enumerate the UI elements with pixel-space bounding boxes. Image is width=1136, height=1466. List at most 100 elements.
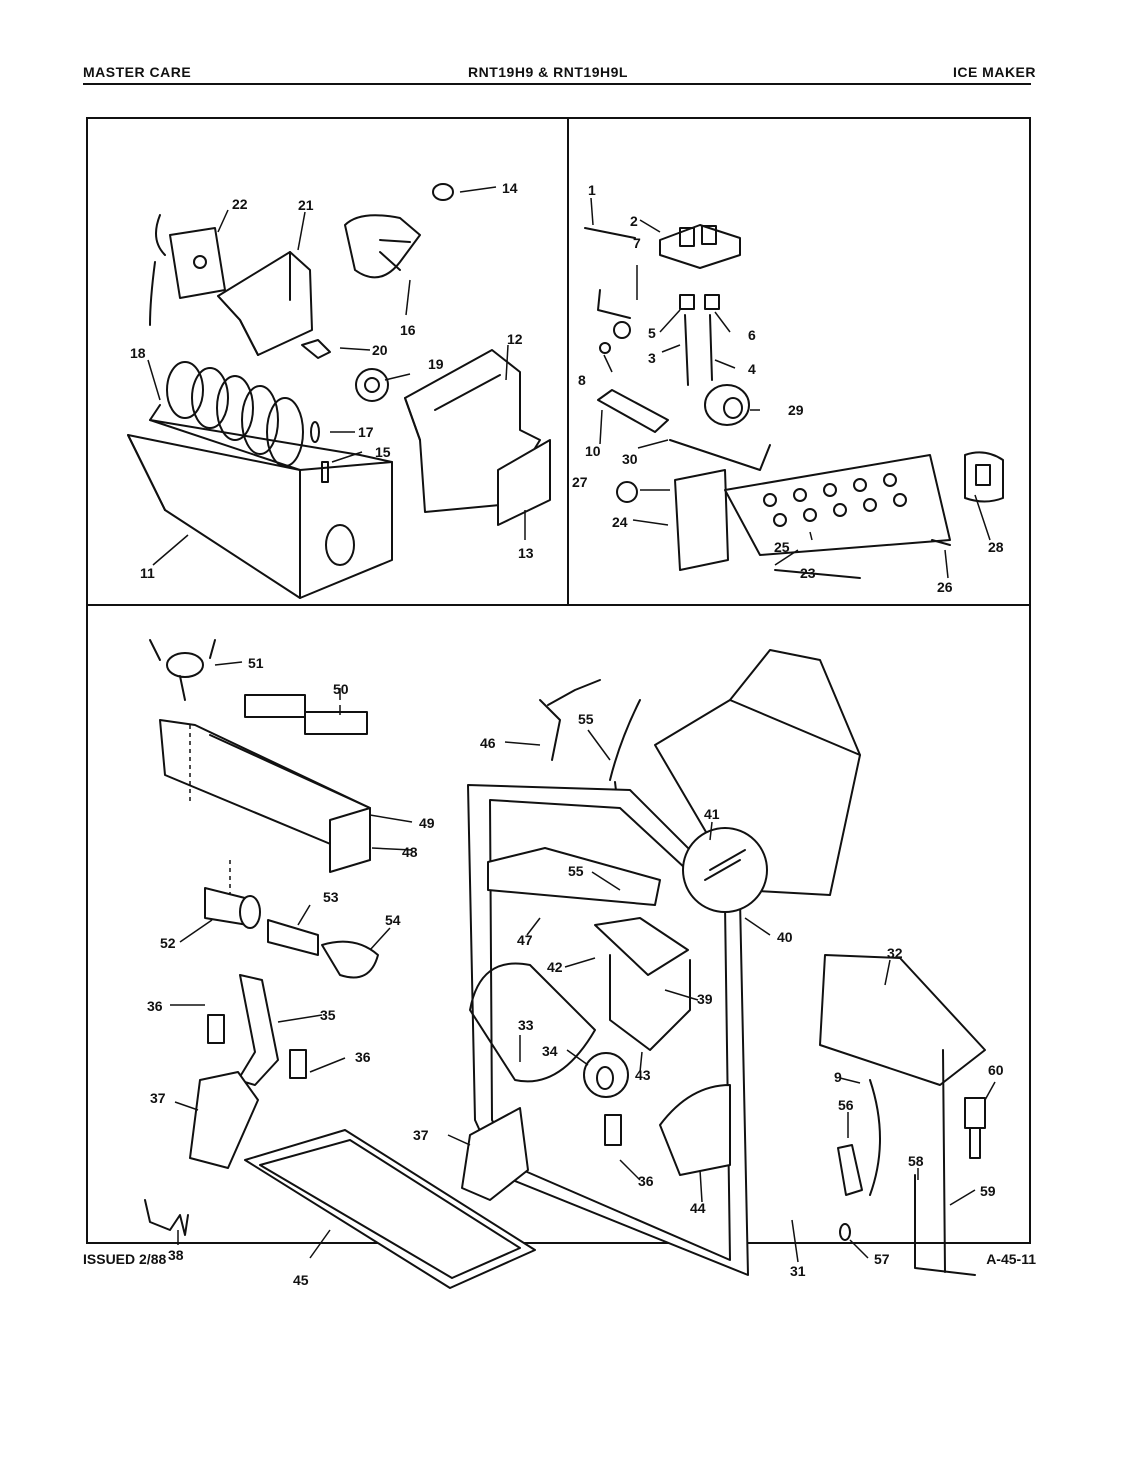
callout-2: 2 <box>630 213 638 229</box>
callout-33: 33 <box>518 1017 534 1033</box>
callout-8: 8 <box>578 372 586 388</box>
callout-9: 9 <box>834 1069 842 1085</box>
callout-39: 39 <box>697 991 713 1007</box>
part-57-ring <box>839 1223 851 1241</box>
callout-36-bottom: 36 <box>638 1173 654 1189</box>
callout-41: 41 <box>704 806 720 822</box>
footer-issue-date: ISSUED 2/88 <box>83 1251 167 1267</box>
callout-12: 12 <box>507 331 523 347</box>
part-2-water-valve <box>659 224 741 269</box>
header-section-title: ICE MAKER <box>952 64 1036 80</box>
part-41-detail <box>704 849 746 881</box>
callout-50: 50 <box>333 681 349 697</box>
part-7-tube <box>597 289 631 319</box>
callout-25: 25 <box>774 539 790 555</box>
part-13-panel <box>497 439 551 526</box>
part-51-thermostat <box>149 639 216 701</box>
callout-22: 22 <box>232 196 248 212</box>
part-50-switch-a <box>244 694 306 718</box>
callout-56: 56 <box>838 1097 854 1113</box>
part-46-harness <box>539 679 601 761</box>
callout-46: 46 <box>480 735 496 751</box>
callout-55-top: 55 <box>578 711 594 727</box>
part-14-nut <box>432 183 454 201</box>
part-60-fitting <box>964 1097 986 1159</box>
callout-36-right: 36 <box>355 1049 371 1065</box>
callout-4: 4 <box>748 361 756 377</box>
part-10-insulation <box>597 389 669 433</box>
callout-44: 44 <box>690 1200 706 1216</box>
callout-11: 11 <box>140 565 155 581</box>
callout-54: 54 <box>385 912 401 928</box>
part-36-clip-a <box>207 1014 225 1044</box>
part-33-funnel <box>469 962 596 1083</box>
callout-35: 35 <box>320 1007 336 1023</box>
part-32-housing <box>819 954 986 1086</box>
callout-6: 6 <box>748 327 756 343</box>
callout-38: 38 <box>168 1247 184 1263</box>
callout-45: 45 <box>293 1272 309 1288</box>
callout-58: 58 <box>908 1153 924 1169</box>
callout-29: 29 <box>788 402 804 418</box>
part-9-tube <box>869 1079 881 1196</box>
callout-5: 5 <box>648 325 656 341</box>
part-50-switch-b <box>304 711 368 735</box>
callout-1: 1 <box>588 182 596 198</box>
callout-18: 18 <box>130 345 146 361</box>
part-28-bracket <box>964 451 1004 503</box>
detail-41-magnifier <box>682 827 768 913</box>
callout-16: 16 <box>400 322 416 338</box>
callout-37-left: 37 <box>150 1090 166 1106</box>
callout-52: 52 <box>160 935 176 951</box>
callout-59: 59 <box>980 1183 996 1199</box>
callout-34: 34 <box>542 1043 558 1059</box>
part-26-shaft <box>931 539 951 546</box>
part-47-bracket <box>487 847 661 906</box>
callout-43: 43 <box>635 1067 651 1083</box>
callout-28: 28 <box>988 539 1004 555</box>
callout-15: 15 <box>375 444 391 460</box>
part-59-tube <box>942 1049 946 1273</box>
callout-27: 27 <box>572 474 588 490</box>
diagram-frame <box>86 117 1031 1244</box>
callout-32: 32 <box>887 945 903 961</box>
callout-26: 26 <box>937 579 953 595</box>
part-48-channel <box>329 807 371 873</box>
part-17-spring <box>310 421 320 443</box>
part-35-lever <box>237 974 279 1086</box>
callout-13: 13 <box>518 545 534 561</box>
part-4-tube <box>709 314 713 381</box>
callout-53: 53 <box>323 889 339 905</box>
part-22-switch <box>149 214 226 326</box>
part-25-arm <box>774 569 861 579</box>
part-38-spring <box>144 1199 189 1236</box>
part-24-ice-maker-head <box>669 439 771 571</box>
part-29-fill-cup <box>704 384 750 426</box>
callout-31: 31 <box>790 1263 806 1279</box>
part-3-tube <box>684 314 689 386</box>
callout-36-left: 36 <box>147 998 163 1014</box>
part-37-pad-a <box>189 1071 259 1169</box>
callout-23: 23 <box>800 565 816 581</box>
part-39-chute <box>609 954 691 1051</box>
callout-14: 14 <box>502 180 518 196</box>
callout-19: 19 <box>428 356 444 372</box>
part-54-lamp <box>321 940 379 979</box>
part-23-mold <box>724 454 951 556</box>
header-rule <box>83 83 1031 85</box>
part-21-cover <box>217 251 313 356</box>
callout-49: 49 <box>419 815 435 831</box>
callout-10: 10 <box>585 443 601 459</box>
part-6-nut <box>704 294 720 310</box>
part-1-tube <box>584 227 636 239</box>
part-8-ring <box>599 342 611 354</box>
callout-47: 47 <box>517 932 533 948</box>
part-18-heater-coil <box>149 361 304 471</box>
callout-40: 40 <box>777 929 793 945</box>
callout-17: 17 <box>358 424 374 440</box>
part-58-tube <box>914 1174 976 1276</box>
part-15-pin <box>321 461 329 483</box>
part-27-gear <box>616 481 638 503</box>
part-11-bin <box>127 419 393 599</box>
detail-34-magnifier <box>583 1052 629 1098</box>
